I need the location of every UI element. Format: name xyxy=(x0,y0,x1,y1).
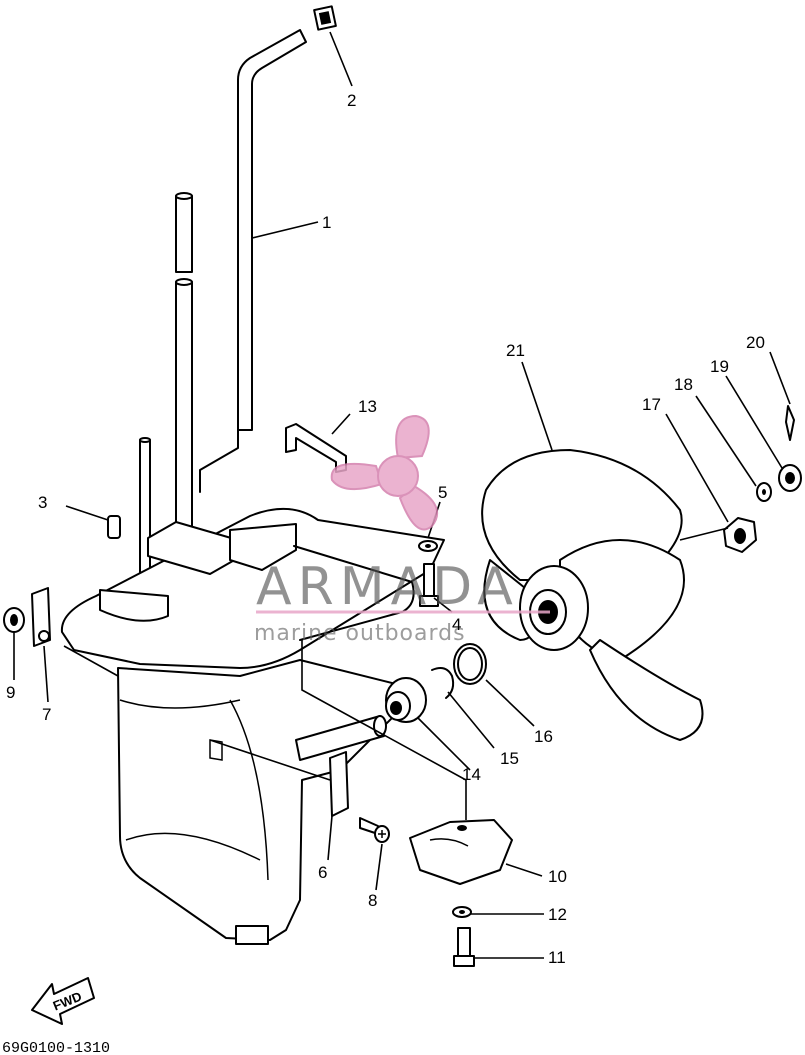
washer-18 xyxy=(756,482,772,502)
drive-shaft xyxy=(175,192,193,539)
circlip xyxy=(431,667,455,699)
washer-5 xyxy=(418,540,438,552)
clip-bracket xyxy=(285,423,347,473)
spacer xyxy=(723,517,757,553)
callout-18: 18 xyxy=(674,375,693,394)
callout-14: 14 xyxy=(462,765,481,784)
propeller-logo-icon xyxy=(330,414,438,531)
brand-name: ARMADA xyxy=(256,557,519,617)
seal-housing xyxy=(385,677,427,723)
callout-5: 5 xyxy=(438,483,447,502)
propeller-nut xyxy=(778,464,802,492)
reference-line-7 xyxy=(63,645,119,677)
reference-line xyxy=(301,640,467,820)
armada-logo: ARMADA marine outboards xyxy=(254,414,550,646)
bolt-11 xyxy=(453,927,475,967)
reference-line-6 xyxy=(209,739,331,781)
callout-12: 12 xyxy=(548,905,567,924)
leader-lines xyxy=(13,31,791,959)
callout-9: 9 xyxy=(6,683,15,702)
callout-13: 13 xyxy=(358,397,377,416)
callout-21: 21 xyxy=(506,341,525,360)
side-bracket xyxy=(31,587,51,647)
callouts: 2 1 3 13 5 4 9 7 6 8 14 15 16 10 12 11 2… xyxy=(6,91,765,967)
propeller xyxy=(481,449,704,741)
callout-10: 10 xyxy=(548,867,567,886)
callout-2: 2 xyxy=(347,91,356,110)
callout-4: 4 xyxy=(452,615,461,634)
callout-7: 7 xyxy=(42,705,51,724)
cotter-pin xyxy=(785,405,795,441)
callout-3: 3 xyxy=(38,493,47,512)
callout-11: 11 xyxy=(548,948,566,967)
anode xyxy=(409,819,513,885)
callout-15: 15 xyxy=(500,749,519,768)
diagram-code: 69G0100-1310 xyxy=(2,1040,110,1055)
screw xyxy=(359,817,390,843)
fwd-arrow-icon: FWD xyxy=(31,977,95,1025)
trim-plate-bracket xyxy=(329,751,349,817)
shift-rod xyxy=(199,29,307,493)
callout-1: 1 xyxy=(322,213,331,232)
bolt-4 xyxy=(419,563,439,607)
dowel-pin xyxy=(107,515,121,539)
brand-tagline: marine outboards xyxy=(254,621,466,646)
callout-19: 19 xyxy=(710,357,729,376)
callout-8: 8 xyxy=(368,891,377,910)
callout-16: 16 xyxy=(534,727,553,746)
lower-case xyxy=(60,507,445,945)
callout-17: 17 xyxy=(642,395,661,414)
grommet xyxy=(313,5,337,31)
water-tube xyxy=(139,437,151,591)
o-ring xyxy=(453,643,487,685)
callout-20: 20 xyxy=(746,333,765,352)
callout-6: 6 xyxy=(318,863,327,882)
nut xyxy=(3,607,25,633)
washer-12 xyxy=(452,906,472,918)
